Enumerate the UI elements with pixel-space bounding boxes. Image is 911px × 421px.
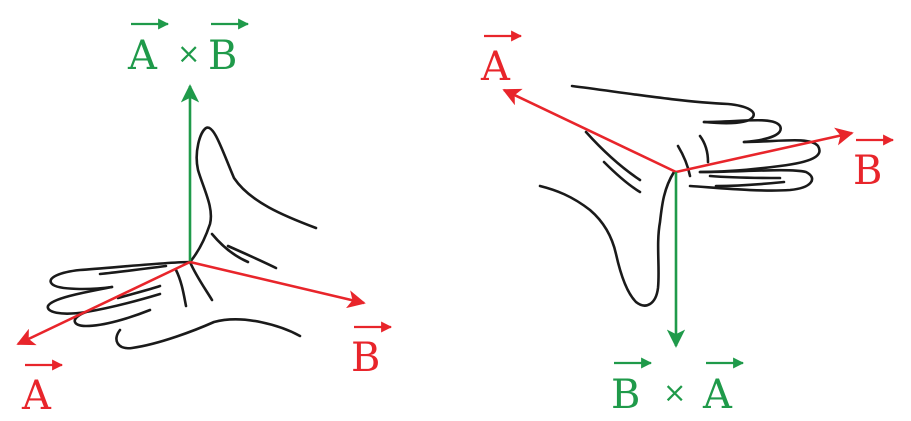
right-cross-operator: × [663,376,686,409]
left-vector-b-label: B [351,321,393,381]
left-hand-illustration [46,126,318,350]
left-vector-a-label: A [21,359,64,419]
right-cross-first-operand: B [611,372,640,418]
right-vector-a [502,88,677,174]
right-hand-illustration [538,84,821,307]
right-vector-b [675,127,854,174]
right-vector-b-text: B [853,148,882,194]
left-panel: A × B B A [16,18,393,419]
right-cross-product-label: B × A [611,357,745,418]
left-vector-a-text: A [21,373,52,419]
left-vector-b [189,260,366,309]
right-vector-a-label: A [480,30,523,90]
right-vector-a-text: A [480,44,511,90]
right-panel: A B B × A [480,30,895,418]
left-cross-second-operand: B [208,33,237,79]
left-cross-product-label: A × B [127,18,250,79]
left-vector-b-text: B [351,335,380,381]
left-cross-first-operand: A [127,33,158,79]
right-cross-second-operand: A [702,372,733,418]
left-cross-operator: × [177,37,200,70]
left-vector-a [16,260,191,346]
right-vector-b-label: B [853,134,895,194]
